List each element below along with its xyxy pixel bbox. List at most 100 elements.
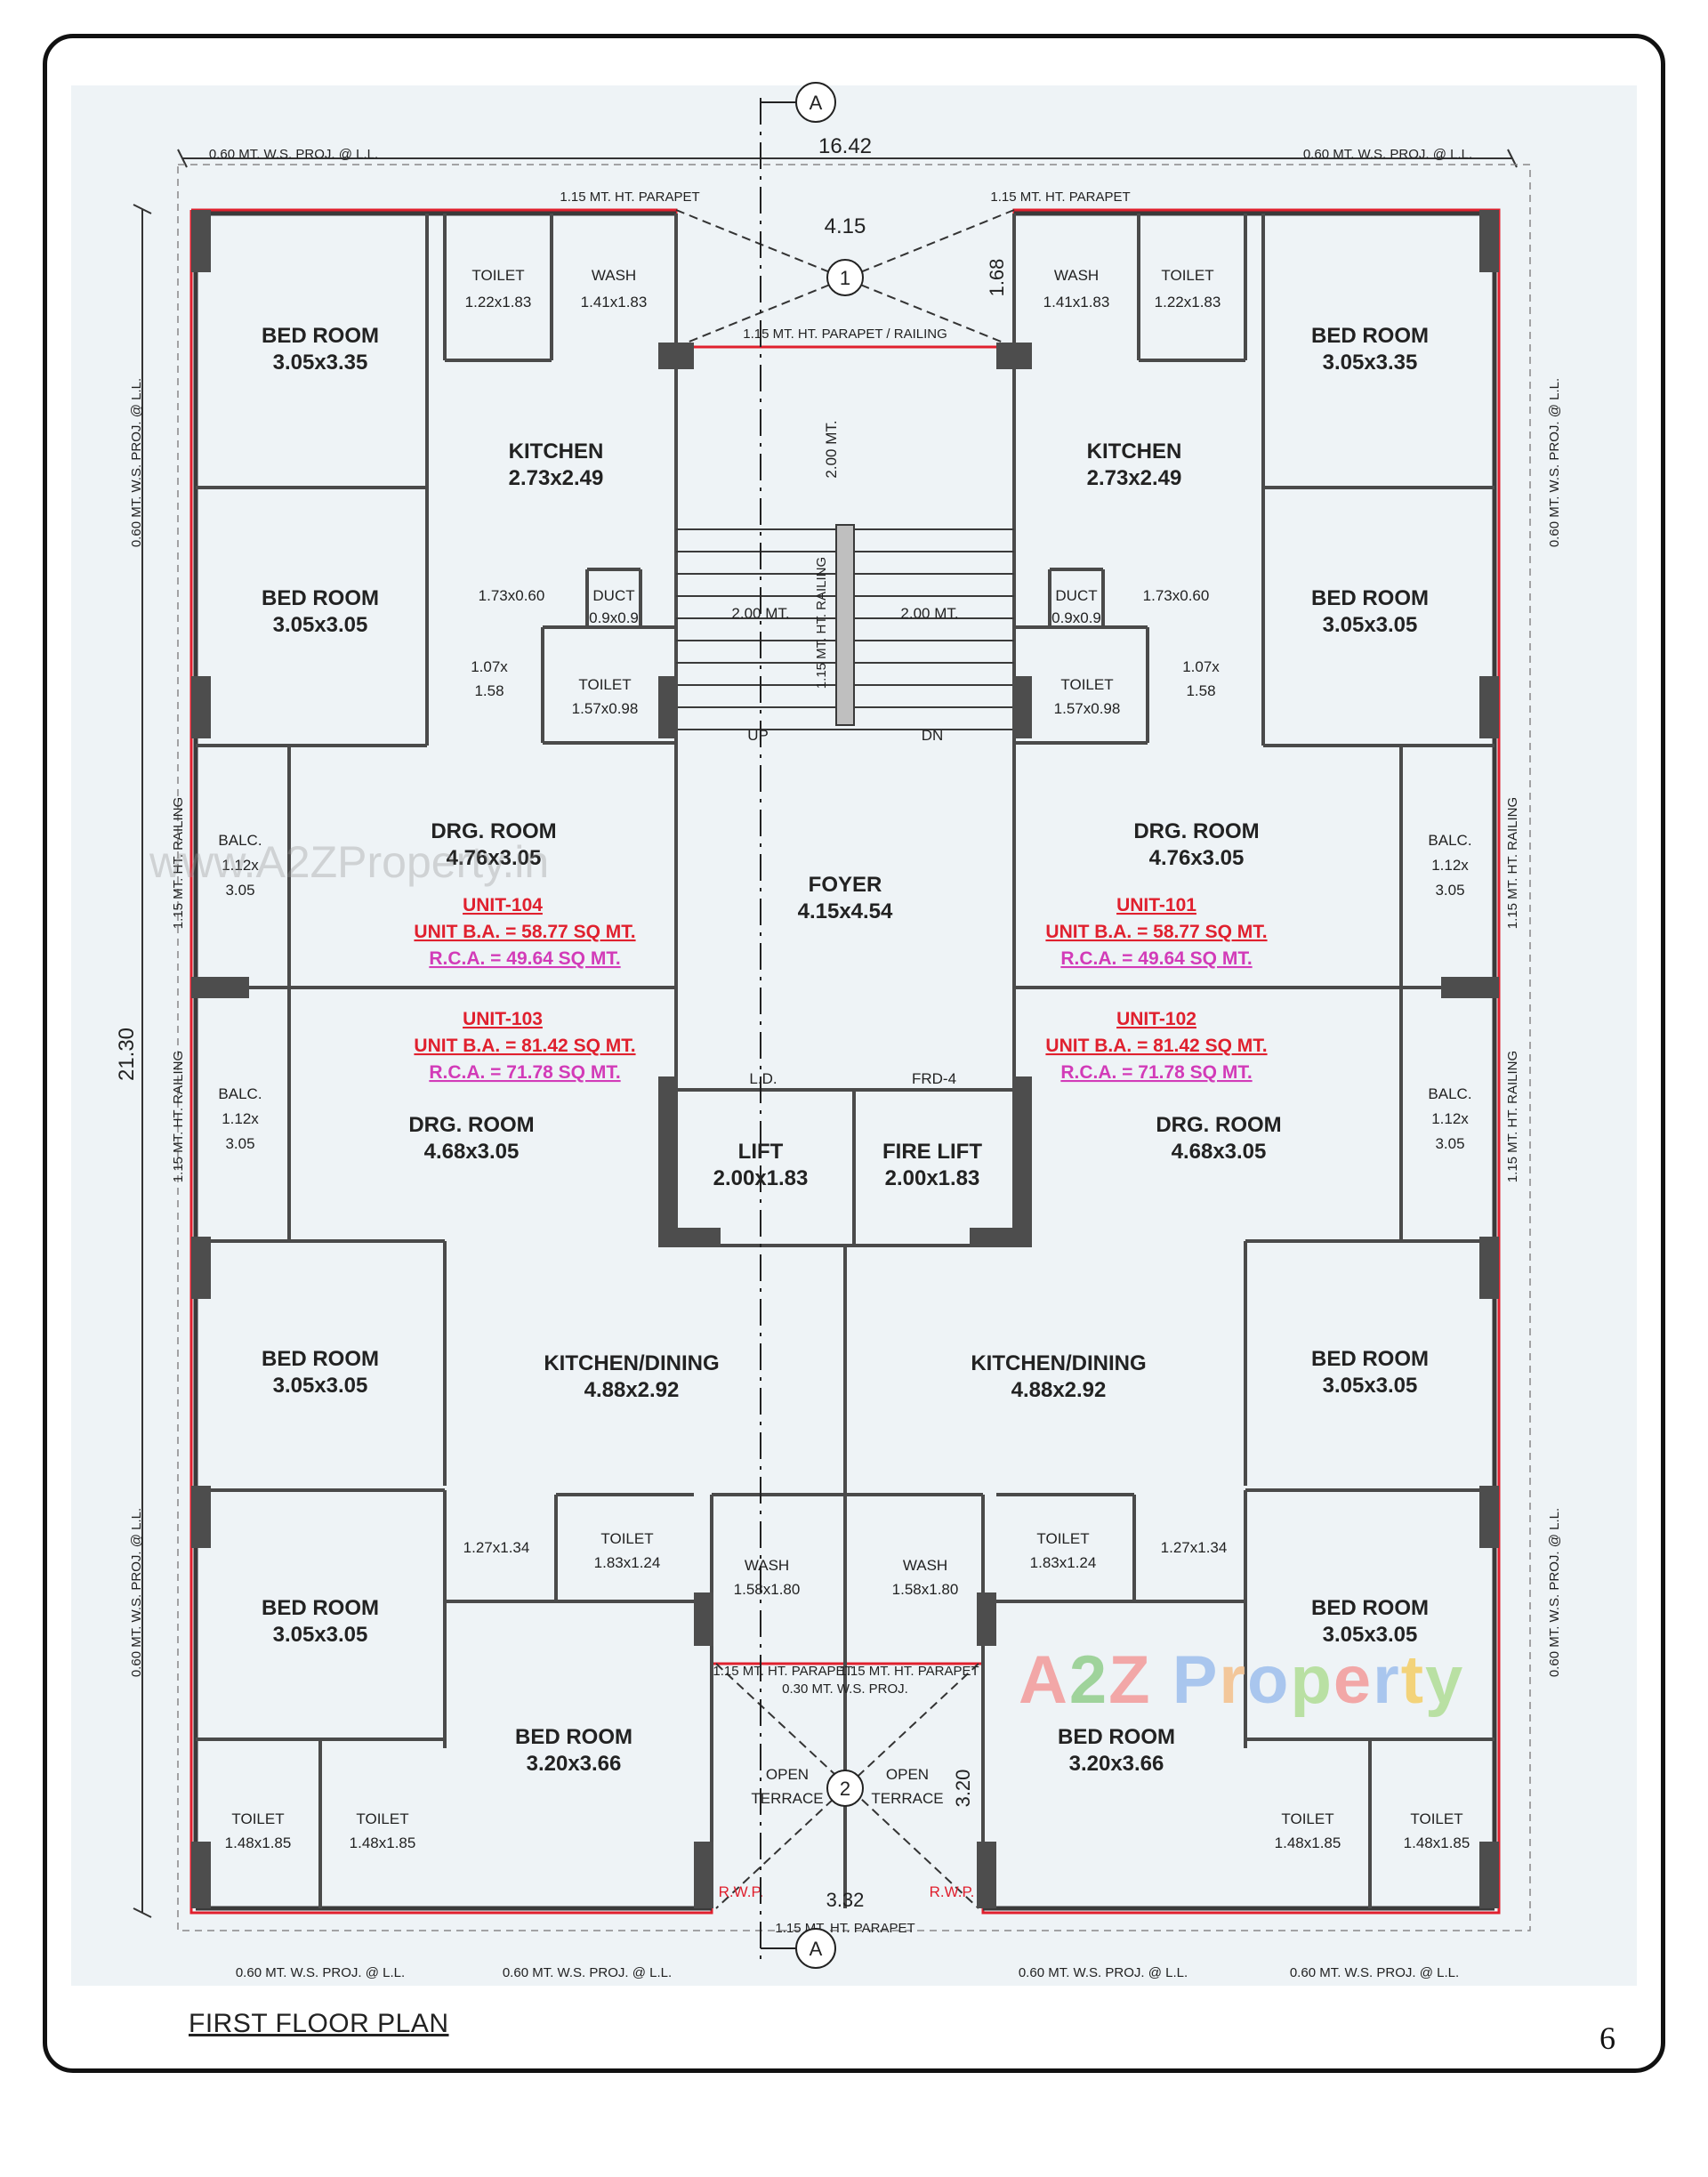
exterior-walls: [193, 211, 1497, 1911]
tl-bed2-size: 3.05x3.05: [273, 613, 368, 637]
unit-102-rca: R.C.A. = 71.78 SQ MT.: [1060, 1062, 1252, 1083]
bl-wash-name: WASH: [745, 1557, 789, 1574]
br-drg-name: DRG. ROOM: [1156, 1113, 1281, 1137]
room-foyer-name: FOYER: [809, 873, 882, 897]
parapet-terrace-left: 1.15 MT. HT. PARAPET: [713, 1664, 852, 1679]
bl-toilet-name: TOILET: [600, 1530, 653, 1547]
unit-102-name: UNIT-102: [1116, 1009, 1196, 1029]
stair-landing: 2.00 MT.: [823, 420, 840, 478]
staircase: [676, 524, 1014, 730]
tl-drg-name: DRG. ROOM: [431, 819, 556, 843]
unit-104-ba: UNIT B.A. = 58.77 SQ MT.: [414, 922, 635, 942]
cutout-marker-1: [826, 259, 864, 296]
watermark-letter: t: [1400, 1642, 1426, 1718]
bl-bed2-size: 3.05x3.05: [273, 1623, 368, 1647]
watermark-letter: A: [1019, 1642, 1069, 1718]
bl-balc-size2: 3.05: [225, 1135, 254, 1152]
projection-top-left: 0.60 MT. W.S. PROJ. @ L.L.: [209, 147, 378, 162]
tl-balc-name: BALC.: [218, 832, 262, 849]
bl-bed3-name: BED ROOM: [515, 1725, 632, 1749]
tr-bed1-size: 3.05x3.35: [1323, 351, 1418, 375]
tl-toilet2-name: TOILET: [578, 676, 631, 693]
side-dimension: 21.30: [115, 1028, 139, 1081]
bl-toilet-a-name: TOILET: [231, 1810, 284, 1827]
projection-bottom-4: 0.60 MT. W.S. PROJ. @ L.L.: [1290, 1965, 1459, 1980]
tr-toilet2-name: TOILET: [1060, 676, 1113, 693]
br-toilet-size: 1.83x1.24: [1030, 1554, 1097, 1571]
room-fire-lift-size: 2.00x1.83: [885, 1166, 980, 1190]
cutout-marker-1-label: 1: [840, 267, 850, 289]
br-bed2-name: BED ROOM: [1311, 1596, 1429, 1620]
cutout-marker-2: [826, 1770, 864, 1807]
section-marker-top: [795, 82, 836, 123]
unit-101-name: UNIT-101: [1116, 895, 1196, 915]
tl-drg-size: 4.76x3.05: [447, 846, 542, 870]
tl-wash-size: 1.41x1.83: [581, 294, 648, 310]
tl-balc-size2: 3.05: [225, 882, 254, 899]
br-balc-size1: 1.12x: [1431, 1110, 1469, 1127]
tr-balc-size2: 3.05: [1435, 882, 1464, 899]
watermark-letter: 2: [1068, 1642, 1109, 1718]
tl-duct-size: 0.9x0.9: [589, 609, 639, 626]
tr-balc-name: BALC.: [1428, 832, 1471, 849]
watermark-letter: r: [1219, 1642, 1247, 1718]
br-wash-size: 1.58x1.80: [892, 1581, 959, 1598]
bl-wash-size: 1.58x1.80: [734, 1581, 801, 1598]
br-kitchen-name: KITCHEN/DINING: [971, 1351, 1146, 1375]
projection-left-upper: 0.60 MT. W.S. PROJ. @ L.L.: [129, 378, 144, 547]
br-kitchen-size: 4.88x2.92: [1011, 1378, 1107, 1402]
watermark-letter: Z: [1108, 1642, 1152, 1718]
tr-wash-size: 1.41x1.83: [1043, 294, 1110, 310]
bl-bed3-size: 3.20x3.66: [527, 1752, 622, 1776]
br-toilet-b-size: 1.48x1.85: [1404, 1834, 1470, 1851]
projection-top-right: 0.60 MT. W.S. PROJ. @ L.L.: [1303, 147, 1472, 162]
unit-102-ba: UNIT B.A. = 81.42 SQ MT.: [1045, 1036, 1267, 1056]
tl-bed2-name: BED ROOM: [262, 586, 379, 610]
br-wash-name: WASH: [903, 1557, 947, 1574]
tr-wash-name: WASH: [1054, 267, 1099, 284]
tl-balc-size1: 1.12x: [222, 857, 259, 874]
tr-duct-size: 0.9x0.9: [1051, 609, 1101, 626]
br-bed3-size: 3.20x3.66: [1069, 1752, 1164, 1776]
tl-toilet2-size: 1.57x0.98: [572, 700, 639, 717]
bl-balc-size1: 1.12x: [222, 1110, 259, 1127]
bl-toilet-b-size: 1.48x1.85: [350, 1834, 416, 1851]
projection-right-lower: 0.60 MT. W.S. PROJ. @ L.L.: [1547, 1508, 1562, 1677]
bl-kitchen-name: KITCHEN/DINING: [544, 1351, 719, 1375]
tr-bed2-size: 3.05x3.05: [1323, 613, 1418, 637]
projection-bottom-3: 0.60 MT. W.S. PROJ. @ L.L.: [1019, 1965, 1188, 1980]
tl-dim-b2: 1.58: [474, 682, 504, 699]
bl-bed1-size: 3.05x3.05: [273, 1374, 368, 1398]
tl-kitchen-name: KITCHEN: [509, 439, 604, 464]
bl-bed2-name: BED ROOM: [262, 1596, 379, 1620]
unit-101-ba: UNIT B.A. = 58.77 SQ MT.: [1045, 922, 1267, 942]
unit-104-name: UNIT-104: [463, 895, 543, 915]
bl-drg-name: DRG. ROOM: [408, 1113, 534, 1137]
unit-103-rca: R.C.A. = 71.78 SQ MT.: [429, 1062, 620, 1083]
br-terrace-2: TERRACE: [871, 1790, 943, 1807]
br-dim: 1.27x1.34: [1161, 1539, 1228, 1556]
section-marker-bottom-label: A: [810, 1938, 823, 1960]
railing-left-upper: 1.15 MT. HT. RAILING: [171, 797, 186, 929]
br-terrace-1: OPEN: [886, 1766, 929, 1783]
railing-left-lower: 1.15 MT. HT. RAILING: [171, 1051, 186, 1182]
unit-103-name: UNIT-103: [463, 1009, 543, 1029]
tr-bed1-name: BED ROOM: [1311, 324, 1429, 348]
tr-dim-a: 1.73x0.60: [1143, 587, 1210, 604]
room-fire-lift-name: FIRE LIFT: [882, 1140, 982, 1164]
projection-right-upper: 0.60 MT. W.S. PROJ. @ L.L.: [1547, 378, 1562, 547]
projection-left-lower: 0.60 MT. W.S. PROJ. @ L.L.: [129, 1508, 144, 1677]
bl-balc-name: BALC.: [218, 1085, 262, 1102]
cutout-top-height: 1.68: [986, 259, 1008, 297]
tl-dim-b1: 1.07x: [471, 658, 508, 675]
tl-toilet-size: 1.22x1.83: [465, 294, 532, 310]
watermark-small: www.A2ZProperty.in: [149, 837, 550, 887]
page-number: 6: [1599, 2020, 1615, 2056]
tr-drg-size: 4.76x3.05: [1149, 846, 1245, 870]
top-dimension: 16.42: [818, 134, 872, 158]
tl-kitchen-size: 2.73x2.49: [509, 466, 604, 490]
watermark-letter: e: [1333, 1642, 1374, 1718]
parapet-bottom: 1.15 MT. HT. PARAPET: [775, 1921, 914, 1936]
railing-right-upper: 1.15 MT. HT. RAILING: [1505, 797, 1520, 929]
